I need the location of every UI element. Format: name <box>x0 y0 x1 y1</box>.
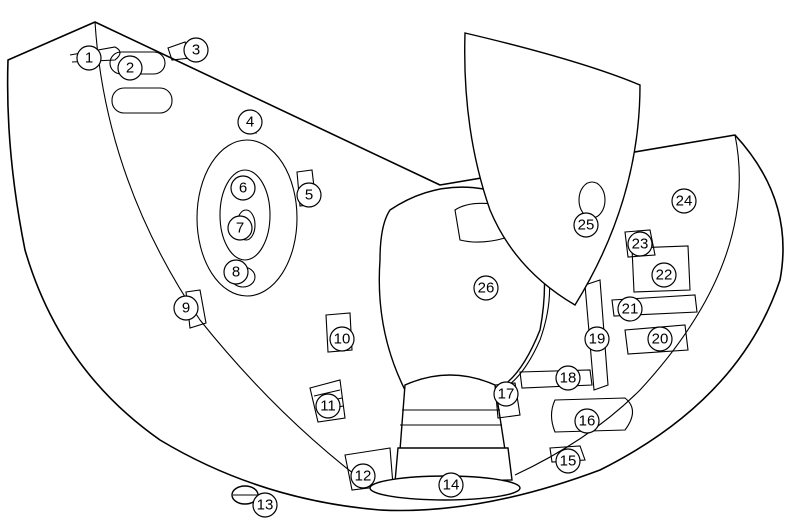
callout-label: 8 <box>232 264 240 281</box>
callout-label: 3 <box>192 42 200 59</box>
reflector-flap <box>464 32 641 306</box>
callout-label: 4 <box>246 114 254 131</box>
callout-2: 2 <box>117 55 143 81</box>
callout-24: 24 <box>671 188 697 214</box>
callout-15: 15 <box>555 448 581 474</box>
callout-label: 19 <box>589 331 606 348</box>
callout-label: 20 <box>652 331 669 348</box>
callout-6: 6 <box>230 175 256 201</box>
callout-label: 25 <box>578 217 595 234</box>
callout-label: 2 <box>126 60 134 77</box>
callout-label: 15 <box>560 453 577 470</box>
callout-23: 23 <box>627 231 653 257</box>
callout-8: 8 <box>223 259 249 285</box>
callout-19: 19 <box>584 326 610 352</box>
callout-4: 4 <box>237 109 263 135</box>
callout-13: 13 <box>252 492 278 518</box>
callout-label: 6 <box>239 180 247 197</box>
callout-label: 23 <box>632 236 649 253</box>
callout-label: 21 <box>622 301 639 318</box>
callout-18: 18 <box>555 365 581 391</box>
callout-21: 21 <box>617 296 643 322</box>
callout-3: 3 <box>183 37 209 63</box>
callout-label: 26 <box>478 280 495 297</box>
callout-10: 10 <box>329 326 355 352</box>
callout-label: 12 <box>355 468 372 485</box>
callout-22: 22 <box>651 262 677 288</box>
callout-26: 26 <box>473 275 499 301</box>
callout-label: 11 <box>320 398 336 415</box>
callout-labels: 1 2 3 4 5 6 7 8 9 10 11 12 13 14 15 16 1… <box>76 37 697 518</box>
right-panel-details <box>494 229 698 463</box>
callout-14: 14 <box>438 472 464 498</box>
callout-7: 7 <box>227 215 253 241</box>
callout-5: 5 <box>296 182 322 208</box>
callout-label: 18 <box>560 370 577 387</box>
callout-16: 16 <box>574 408 600 434</box>
callout-label: 16 <box>579 413 596 430</box>
callout-9: 9 <box>173 295 199 321</box>
callout-label: 14 <box>443 477 460 494</box>
callout-11: 11 <box>315 393 341 419</box>
callout-label: 10 <box>334 331 351 348</box>
callout-label: 17 <box>498 386 515 403</box>
callout-12: 12 <box>350 463 376 489</box>
callout-20: 20 <box>647 326 673 352</box>
callout-25: 25 <box>573 212 599 238</box>
callout-label: 13 <box>257 497 274 514</box>
callout-label: 1 <box>85 50 93 67</box>
callout-1: 1 <box>76 45 102 71</box>
callout-label: 9 <box>182 300 190 317</box>
callout-label: 7 <box>236 220 244 237</box>
callout-17: 17 <box>493 381 519 407</box>
callout-label: 24 <box>676 193 693 210</box>
callout-label: 22 <box>656 267 673 284</box>
lamp-body <box>369 186 551 501</box>
callout-label: 5 <box>305 187 313 204</box>
